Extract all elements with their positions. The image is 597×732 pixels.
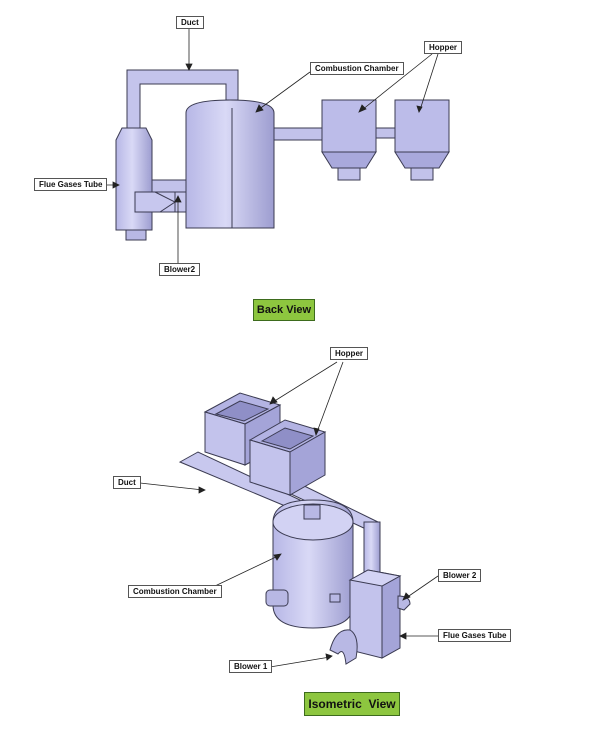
back-hopper-2 [394,99,450,181]
back-view-drawing [115,69,450,241]
iso-flue-gases-tube [348,569,402,659]
back-connecting-pipe [273,127,325,141]
label-combustion-chamber-iso: Combustion Chamber [128,585,222,598]
label-combustion-chamber-back: Combustion Chamber [310,62,404,75]
label-hopper-back: Hopper [424,41,462,54]
back-combustion-chamber [185,99,275,229]
back-flue-gases-tube [115,127,153,241]
isometric-view-drawing [178,392,411,665]
back-hopper-1 [321,99,377,181]
leader-lines [98,29,439,668]
iso-blower-1 [329,629,358,665]
iso-hopper-2 [248,419,327,496]
label-blower-1-iso: Blower 1 [229,660,273,673]
back-view-title: Back View [253,299,315,321]
label-blower2-back: Blower2 [159,263,201,276]
label-duct-back: Duct [176,16,204,29]
iso-combustion-chamber [265,499,354,629]
label-duct-iso: Duct [113,476,141,489]
isometric-view-title: Isometric View [304,692,400,716]
label-blower-2-iso: Blower 2 [438,569,482,582]
iso-blower-2 [397,595,411,611]
label-flue-gases-tube-iso: Flue Gases Tube [438,629,512,642]
label-flue-gases-tube-back: Flue Gases Tube [34,178,108,191]
label-hopper-iso: Hopper [330,347,368,360]
iso-duct [178,451,301,509]
